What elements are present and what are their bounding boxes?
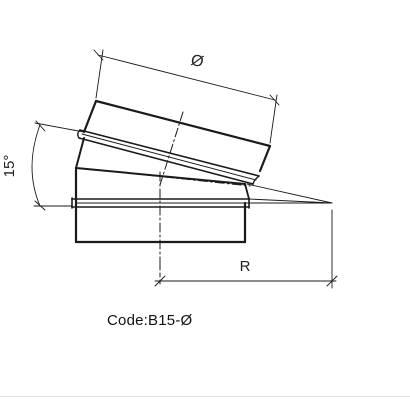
angle-label: 15° <box>1 155 18 178</box>
product-code: Code:B15-Ø <box>107 312 193 329</box>
diameter-label: Ø <box>189 52 205 72</box>
top-segment <box>77 99 272 185</box>
diameter-dimension <box>93 49 280 144</box>
radius-dimension <box>154 209 338 289</box>
construction-lines <box>244 183 333 204</box>
radius-label: R <box>240 258 251 275</box>
middle-segment <box>75 137 250 200</box>
divider <box>0 396 410 397</box>
angle-dimension <box>31 120 85 211</box>
centre-lines <box>79 111 251 287</box>
